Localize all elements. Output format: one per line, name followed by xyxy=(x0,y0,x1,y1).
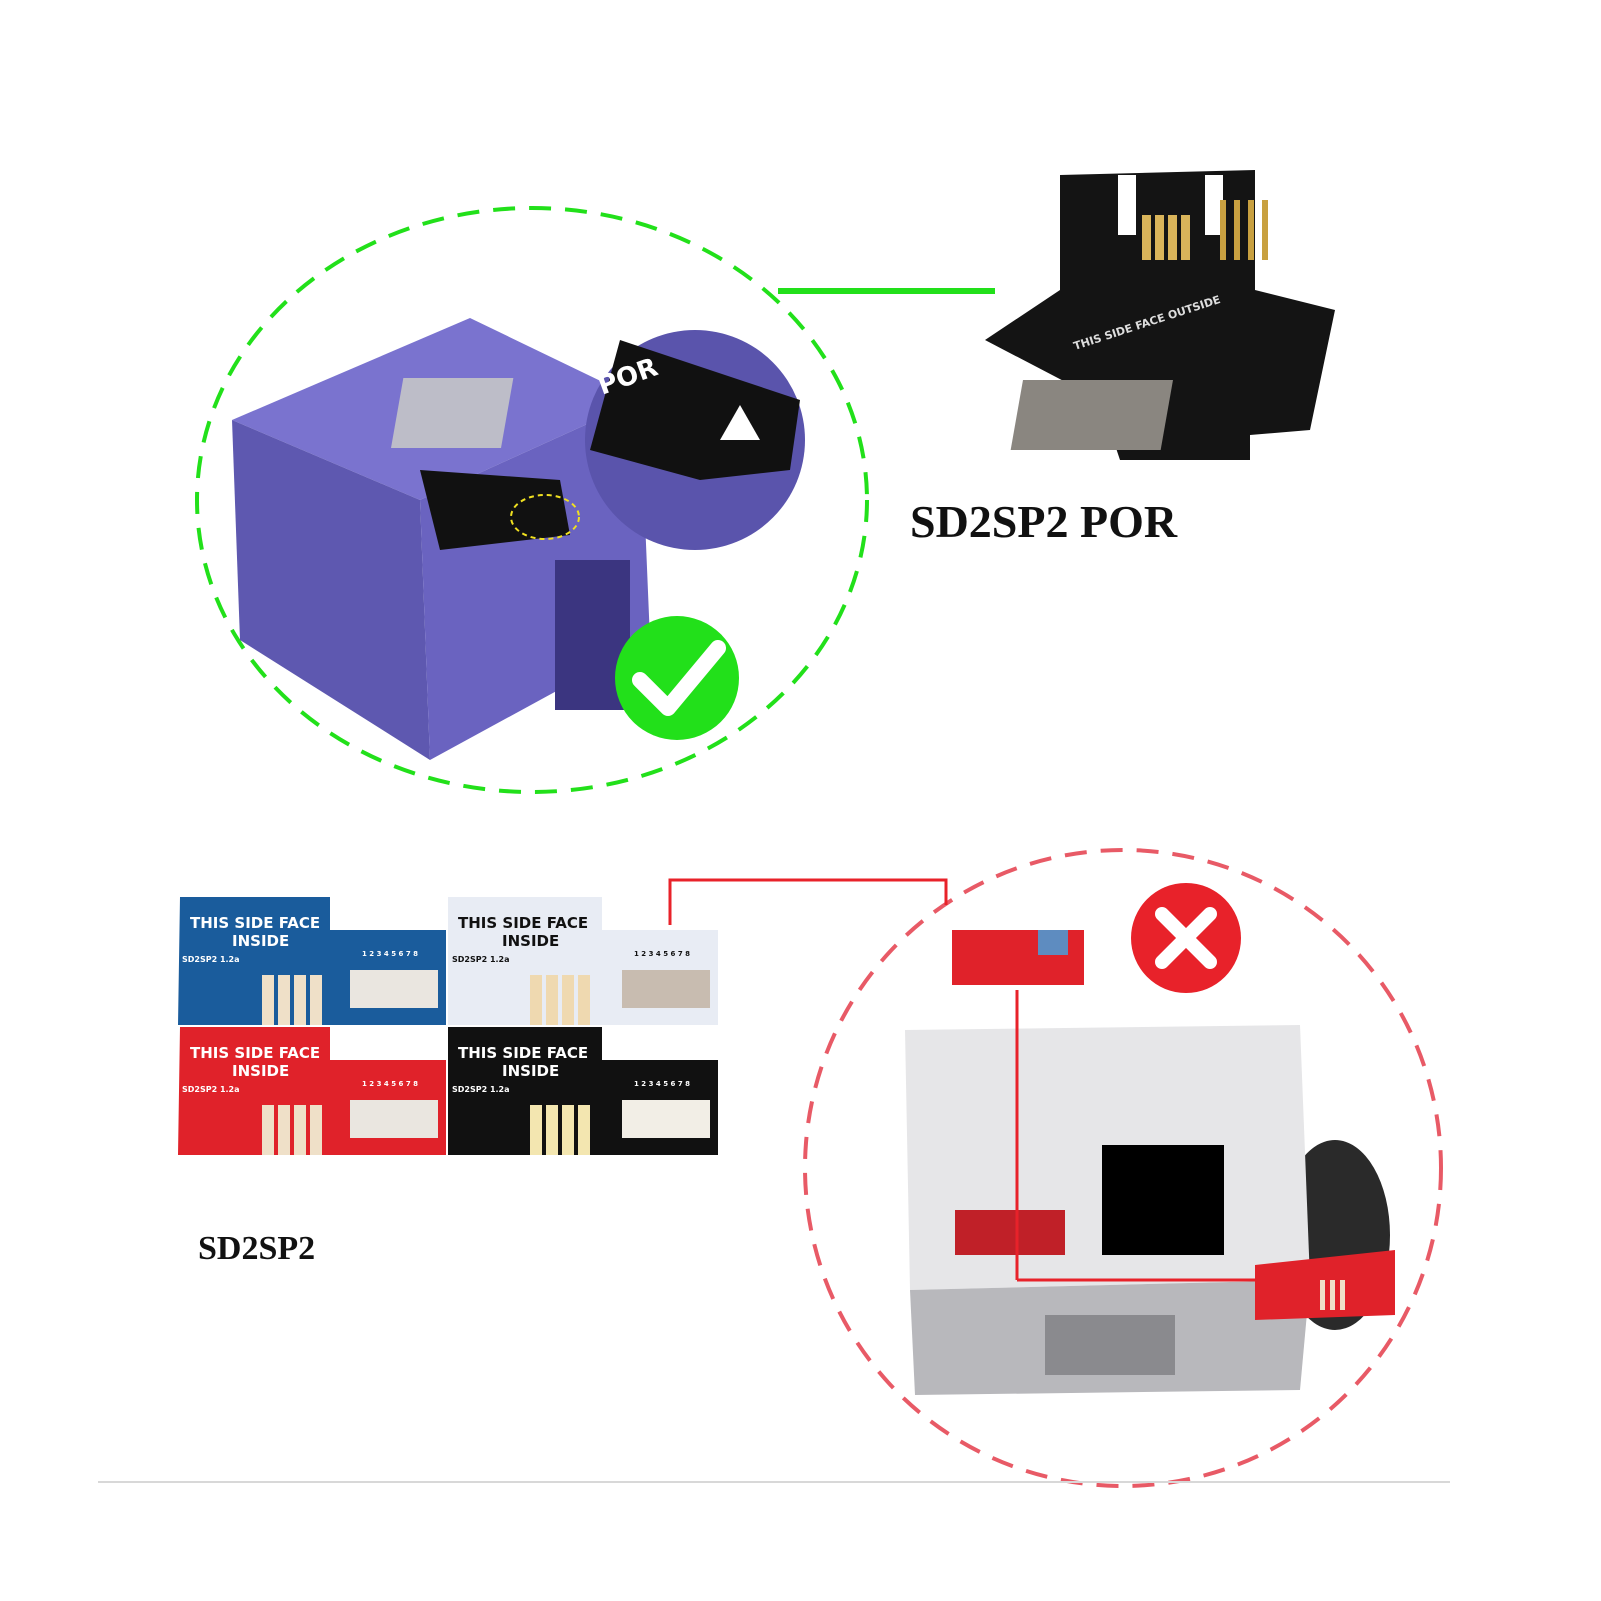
sd2sp2-label: SD2SP2 xyxy=(198,1230,316,1267)
purple-console: POR xyxy=(232,318,805,760)
pcb-white: THIS SIDE FACE INSIDE SD2SP2 1.2a 1 2 3 … xyxy=(448,897,718,1025)
pcb-red: THIS SIDE FACE INSIDE SD2SP2 1.2a 1 2 3 … xyxy=(178,1027,446,1155)
wrong-dashed-circle xyxy=(803,848,1443,1488)
pcb-silk-line1: THIS SIDE FACE xyxy=(190,914,320,932)
x-icon xyxy=(1131,883,1241,993)
pcb-silk-pins: 1 2 3 4 5 6 7 8 xyxy=(634,1080,690,1088)
pcb-silk-version: SD2SP2 1.2a xyxy=(182,955,240,964)
pcb-silk-pins: 1 2 3 4 5 6 7 8 xyxy=(362,950,418,958)
pcb-silk-line1: THIS SIDE FACE xyxy=(458,914,588,932)
wrong-connector-line xyxy=(668,878,948,925)
correct-dashed-circle xyxy=(195,206,869,794)
pcb-variants: THIS SIDE FACE INSIDE SD2SP2 1.2a 1 2 3 … xyxy=(178,897,718,1155)
pcb-silk-line1: THIS SIDE FACE xyxy=(190,1044,320,1062)
silver-console xyxy=(905,1025,1390,1395)
pcb-silk-line2: INSIDE xyxy=(502,932,559,950)
sd2sp2-por-pcb: THIS SIDE FACE OUTSIDE xyxy=(985,170,1335,460)
pcb-black: THIS SIDE FACE INSIDE SD2SP2 1.2a 1 2 3 … xyxy=(448,1027,718,1155)
outside-red-pcb xyxy=(1255,1250,1395,1320)
pcb-silk-version: SD2SP2 1.2a xyxy=(182,1085,240,1094)
check-icon xyxy=(615,616,739,740)
pcb-silk-version: SD2SP2 1.2a xyxy=(452,955,510,964)
pcb-blue: THIS SIDE FACE INSIDE SD2SP2 1.2a 1 2 3 … xyxy=(178,897,446,1025)
pcb-silk-pins: 1 2 3 4 5 6 7 8 xyxy=(362,1080,418,1088)
pcb-silk-line1: THIS SIDE FACE xyxy=(458,1044,588,1062)
por-label: SD2SP2 POR xyxy=(910,496,1178,547)
pcb-silk-line2: INSIDE xyxy=(232,932,289,950)
pcb-silk-line2: INSIDE xyxy=(502,1062,559,1080)
pcb-silk-version: SD2SP2 1.2a xyxy=(452,1085,510,1094)
small-red-pcb xyxy=(952,930,1084,985)
pcb-silk-pins: 1 2 3 4 5 6 7 8 xyxy=(634,950,690,958)
pcb-silk-line2: INSIDE xyxy=(232,1062,289,1080)
